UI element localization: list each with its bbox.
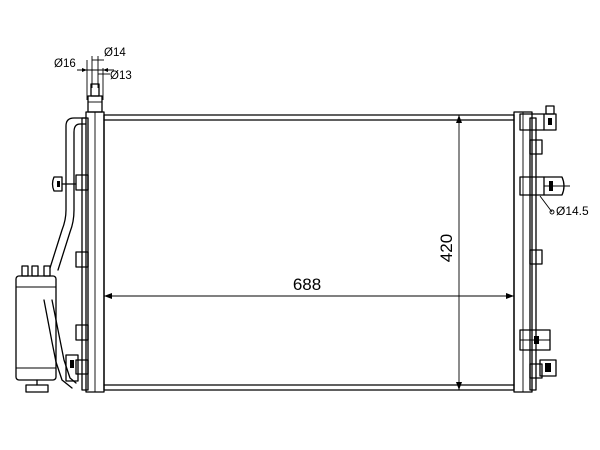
width-dimension-label: 688 xyxy=(293,275,321,294)
outlet-diameter-callout: Ø14.5 xyxy=(539,195,589,218)
inlet-outer-diameter-label: Ø16 xyxy=(54,58,76,70)
inlet-top-diameter-label: Ø14 xyxy=(104,47,126,59)
inlet-bottom-diameter-label: Ø13 xyxy=(110,70,132,82)
right-header-tank xyxy=(513,105,570,393)
height-dimension-label: 420 xyxy=(437,234,456,262)
height-dimension: 420 xyxy=(437,115,462,390)
receiver-drier xyxy=(15,265,57,393)
left-header-tank xyxy=(51,111,105,393)
refrigerant-pipe xyxy=(43,117,87,389)
width-dimension: 688 xyxy=(104,275,514,299)
inlet-fitting: Ø16 Ø14 Ø13 xyxy=(54,47,132,113)
outlet-diameter-label: Ø14.5 xyxy=(556,204,589,218)
